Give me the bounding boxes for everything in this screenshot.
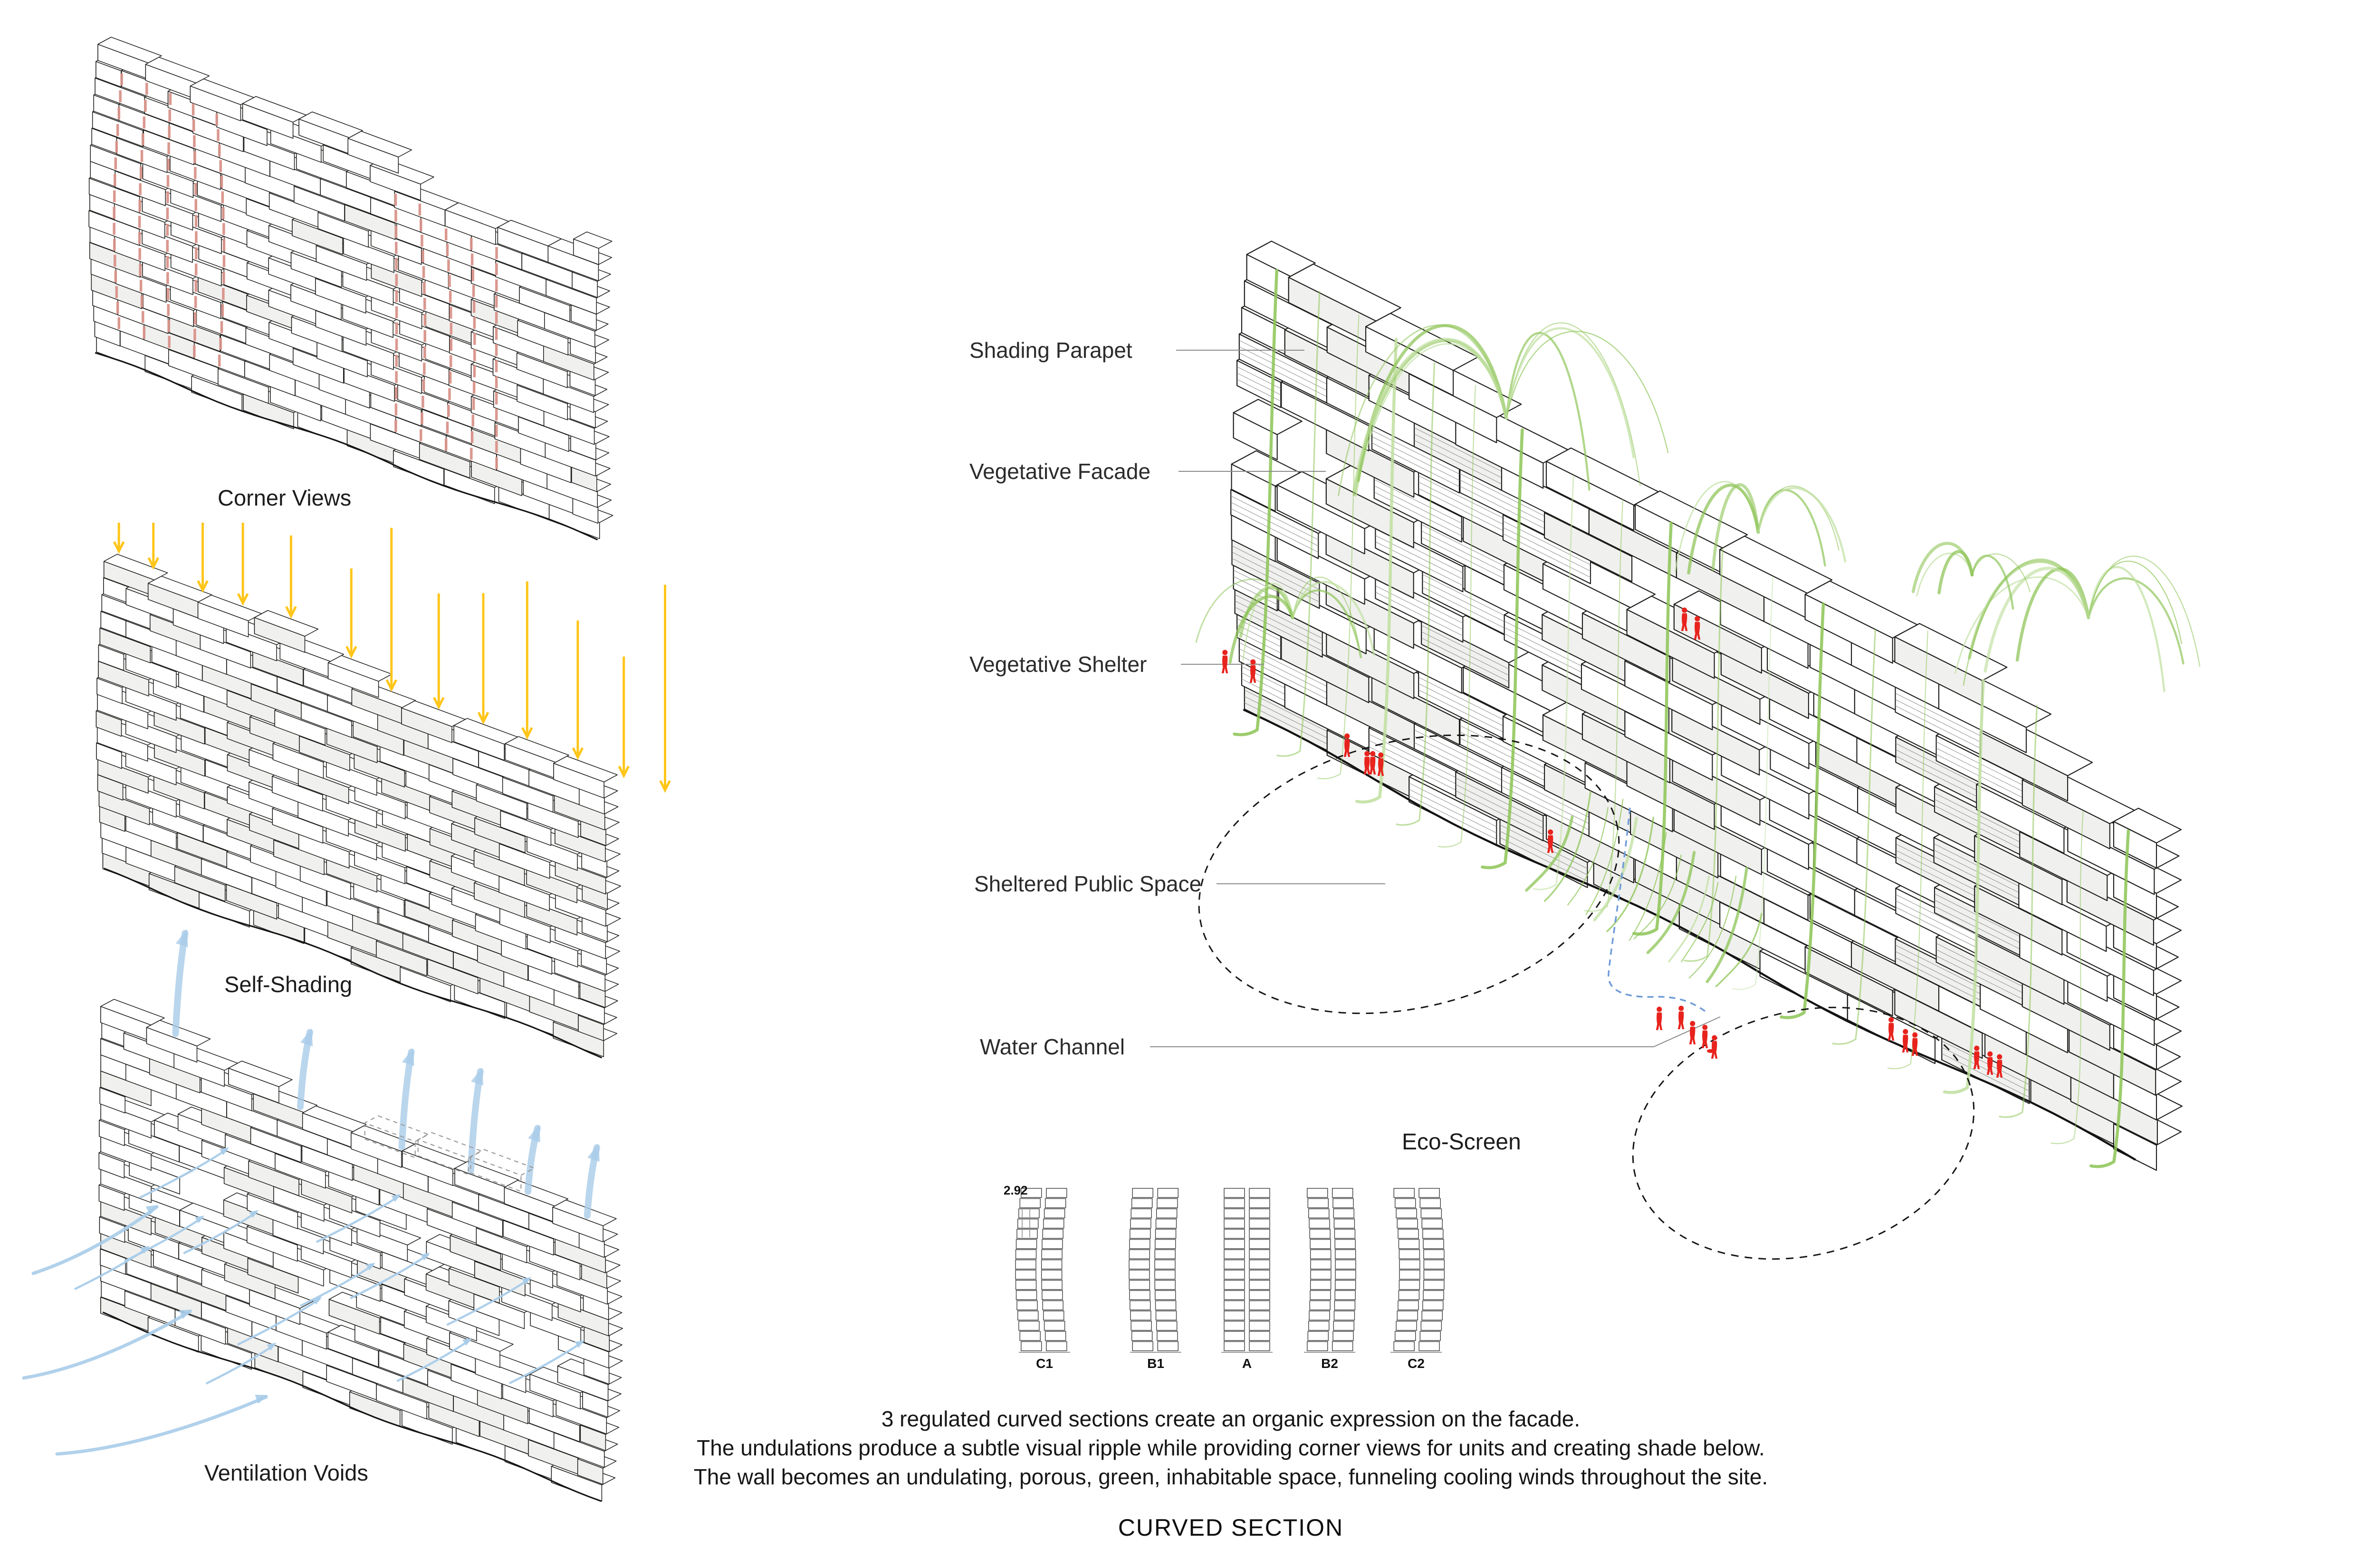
callout-vegetative-shelter: Vegetative Shelter (969, 652, 1147, 677)
callout-sheltered-public-space: Sheltered Public Space (974, 871, 1202, 896)
section-label-c2: C2 (1408, 1356, 1425, 1371)
callout-vegetative-facade: Vegetative Facade (969, 459, 1151, 484)
caption-line-3: The wall becomes an undulating, porous, … (693, 1464, 1768, 1489)
callout-water-channel: Water Channel (980, 1034, 1125, 1059)
callout-shading-parapet: Shading Parapet (969, 338, 1132, 363)
self-shading-drawing (96, 523, 671, 1059)
ventilation-voids-label: Ventilation Voids (204, 1460, 368, 1485)
page-title: CURVED SECTION (1118, 1514, 1344, 1541)
caption-line-1: 3 regulated curved sections create an or… (881, 1406, 1581, 1431)
eco-screen-drawing (1150, 240, 2201, 1260)
section-label-a: A (1242, 1356, 1252, 1371)
section-label-b2: B2 (1321, 1356, 1338, 1371)
section-label-c1: C1 (1036, 1356, 1053, 1371)
section-label-b1: B1 (1147, 1356, 1164, 1371)
section-key-drawing (1015, 1188, 1445, 1353)
eco-screen-label: Eco-Screen (1402, 1129, 1521, 1155)
caption-text: 3 regulated curved sections create an or… (404, 1405, 2058, 1492)
caption-line-2: The undulations produce a subtle visual … (697, 1435, 1765, 1460)
section-dimension-label: 2.92 (1004, 1183, 1028, 1197)
corner-views-label: Corner Views (218, 485, 352, 510)
corner-views-drawing (88, 37, 613, 541)
self-shading-label: Self-Shading (224, 972, 353, 997)
